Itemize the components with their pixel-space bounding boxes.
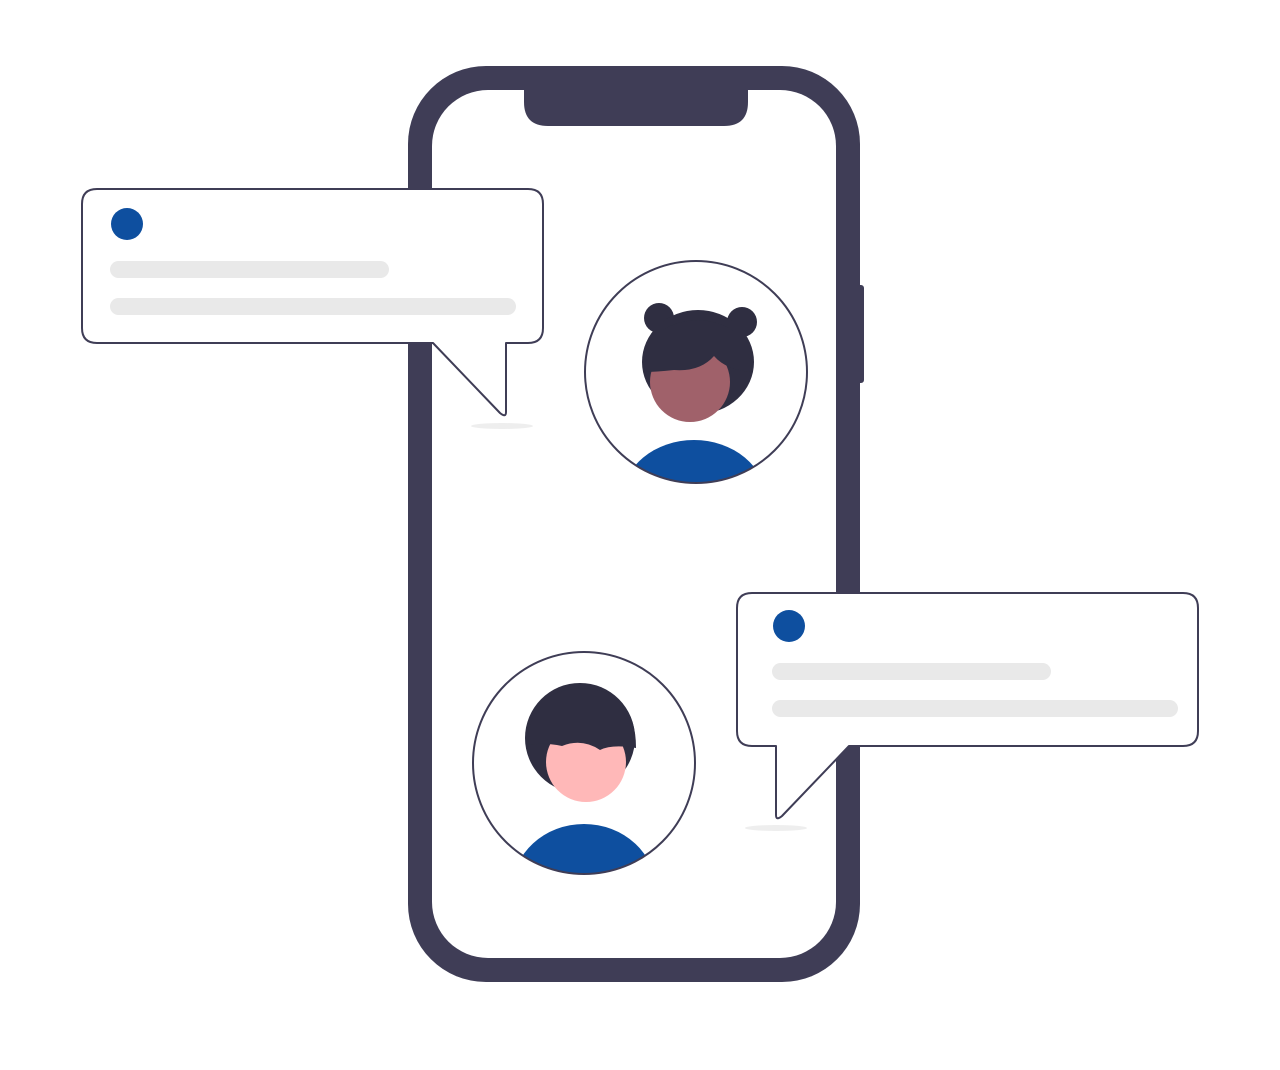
- placeholder-line-long: [110, 298, 516, 315]
- avatar-circle-border: [472, 651, 696, 875]
- speech-bubble-top: [81, 188, 544, 429]
- user-female-icon: [584, 260, 808, 484]
- avatar-shirt: [622, 440, 766, 483]
- bubble-shadow: [471, 423, 533, 429]
- user-male-icon: [472, 651, 696, 875]
- speech-bubble-bottom: [736, 592, 1199, 831]
- avatar-dot-icon: [111, 208, 143, 240]
- placeholder-line-long: [772, 700, 1178, 717]
- hair-fringe: [644, 320, 752, 372]
- avatar-shirt: [512, 824, 656, 874]
- hair-fringe: [528, 688, 636, 750]
- avatar-circle-border: [584, 260, 808, 484]
- placeholder-line-short: [110, 261, 389, 278]
- bubble-shadow: [745, 825, 807, 831]
- avatar-dot-icon: [773, 610, 805, 642]
- placeholder-line-short: [772, 663, 1051, 680]
- phone-notch: [524, 88, 748, 126]
